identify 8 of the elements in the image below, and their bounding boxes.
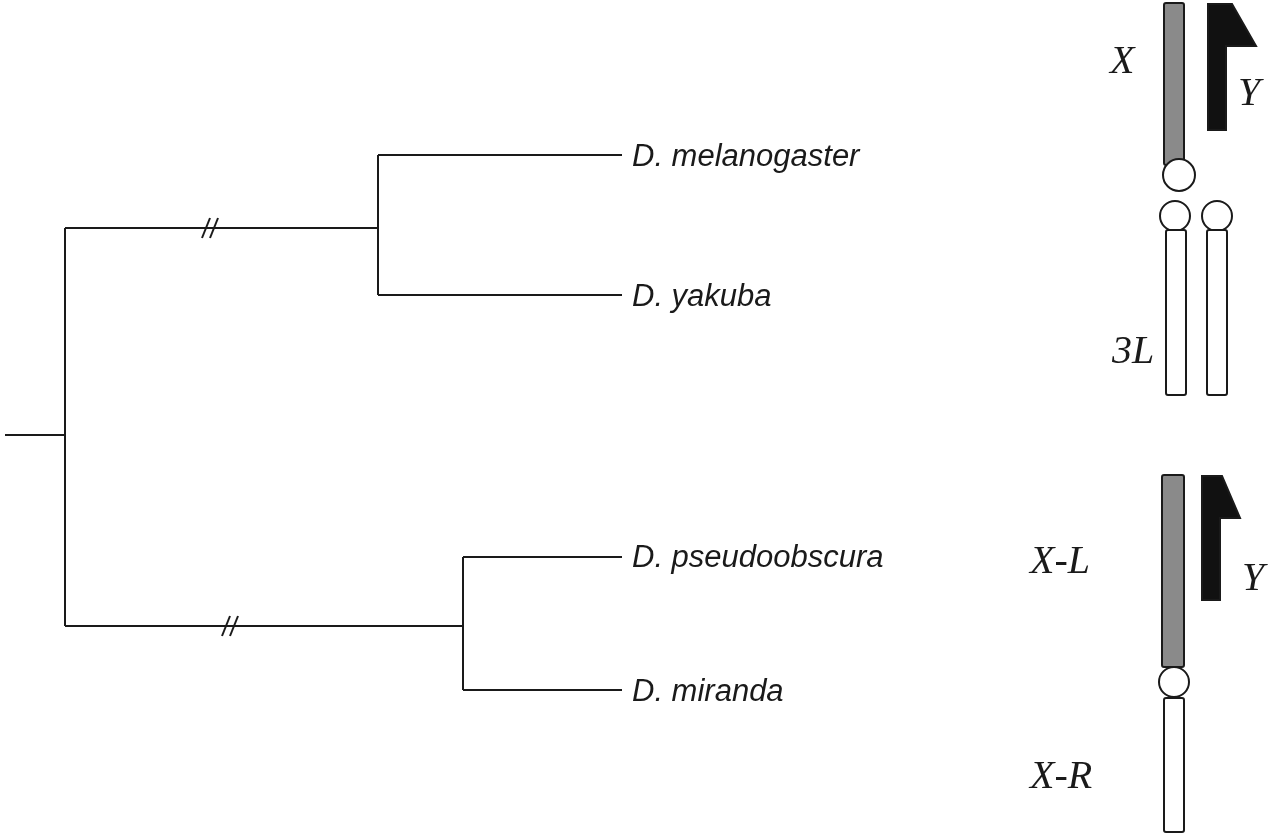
chromosome-label: X-R [1030, 755, 1093, 795]
species-name: D. miranda [632, 675, 784, 706]
chromosome-label: X-L [1030, 540, 1090, 580]
species-name: D. melanogaster [632, 140, 860, 171]
chromosome-label: 3L [1112, 330, 1155, 370]
chromosome-label: X [1110, 40, 1135, 80]
species-name: D. yakuba [632, 280, 772, 311]
species-name: D. pseudoobscura [632, 541, 884, 572]
